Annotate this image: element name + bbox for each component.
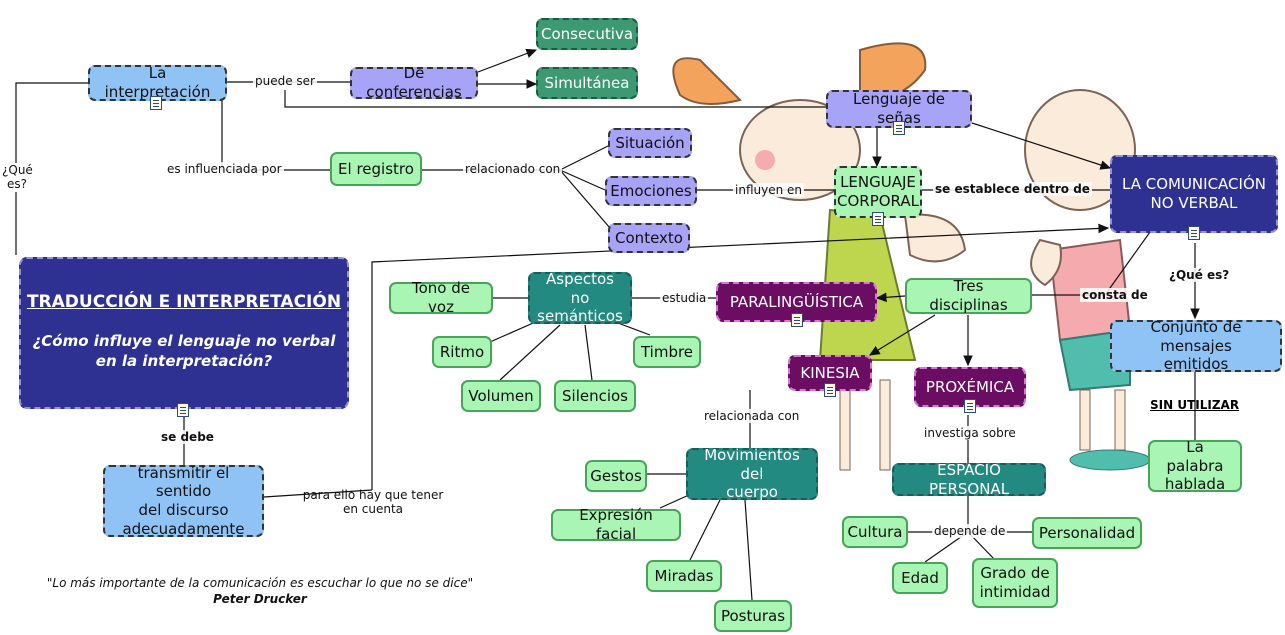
node-la-comunicacion-no-verbal[interactable]: LA COMUNICACIÓN NO VERBAL bbox=[1110, 155, 1278, 233]
node-expresion-facial[interactable]: Expresión facial bbox=[551, 506, 681, 543]
link-label-consta-de: consta de bbox=[1080, 288, 1150, 302]
link-label-relacionada-con: relacionada con bbox=[702, 409, 802, 423]
link-label-es-influenciada: es influenciada por bbox=[165, 162, 284, 176]
node-ritmo[interactable]: Ritmo bbox=[432, 336, 492, 368]
node-personalidad[interactable]: Personalidad bbox=[1032, 517, 1142, 549]
link-label-sin-utilizar: SIN UTILIZAR bbox=[1150, 398, 1240, 412]
node-miradas[interactable]: Miradas bbox=[646, 560, 722, 592]
node-espacio-personal[interactable]: ESPACIO PERSONAL bbox=[892, 461, 1046, 498]
node-volumen[interactable]: Volumen bbox=[461, 380, 541, 412]
node-emociones[interactable]: Emociones bbox=[605, 176, 697, 206]
node-el-registro[interactable]: El registro bbox=[330, 152, 422, 186]
main-topic-traduccion[interactable]: TRADUCCIÓN E INTERPRETACIÓN ¿Cómo influy… bbox=[19, 257, 349, 409]
note-icon[interactable] bbox=[791, 313, 803, 327]
link-label-que-es-right: ¿Qué es? bbox=[1167, 268, 1232, 282]
node-edad[interactable]: Edad bbox=[892, 562, 948, 594]
node-timbre[interactable]: Timbre bbox=[633, 336, 701, 368]
link-label-se-establece: se establece dentro de bbox=[933, 182, 1092, 196]
node-posturas[interactable]: Posturas bbox=[714, 600, 792, 632]
link-label-estudia: estudia bbox=[660, 291, 709, 305]
node-aspectos-no-semanticos[interactable]: Aspectos no semánticos bbox=[528, 270, 632, 325]
node-lenguaje-corporal[interactable]: LENGUAJE CORPORAL bbox=[834, 166, 922, 218]
node-proxemica[interactable]: PROXÉMICA bbox=[914, 367, 1026, 407]
node-la-palabra-hablada[interactable]: La palabra hablada bbox=[1148, 438, 1242, 493]
quote-author: Peter Drucker bbox=[213, 591, 307, 606]
main-topic-question: ¿Cómo influye el lenguaje no verbal en l… bbox=[32, 332, 336, 370]
note-icon[interactable] bbox=[177, 403, 189, 417]
quote-text: "Lo más importante de la comunicación es… bbox=[46, 576, 474, 590]
node-grado-de-intimidad[interactable]: Grado de intimidad bbox=[972, 558, 1058, 608]
note-icon[interactable] bbox=[150, 96, 162, 110]
link-label-que-es-left: ¿Qué es? bbox=[2, 163, 33, 192]
note-icon[interactable] bbox=[1188, 226, 1200, 240]
node-transmitir[interactable]: transmitir el sentido del discurso adecu… bbox=[103, 464, 264, 538]
quote-block: "Lo más importante de la comunicación es… bbox=[20, 576, 500, 607]
link-label-influyen-en: influyen en bbox=[733, 183, 804, 197]
link-label-depende-de: depende de bbox=[932, 524, 1008, 538]
node-situacion[interactable]: Situación bbox=[608, 128, 692, 158]
node-de-conferencias[interactable]: De conferencias bbox=[350, 64, 478, 101]
node-consecutiva[interactable]: Consecutiva bbox=[536, 18, 638, 50]
note-icon[interactable] bbox=[893, 121, 905, 135]
link-label-investiga-sobre: investiga sobre bbox=[922, 426, 1018, 440]
node-tono-de-voz[interactable]: Tono de voz bbox=[389, 279, 493, 316]
node-silencios[interactable]: Silencios bbox=[554, 380, 636, 412]
main-topic-title: TRADUCCIÓN E INTERPRETACIÓN bbox=[26, 292, 342, 312]
note-icon[interactable] bbox=[824, 383, 836, 397]
link-label-puede-ser: puede ser bbox=[253, 74, 317, 88]
node-movimientos-del-cuerpo[interactable]: Movimientos del cuerpo bbox=[686, 446, 818, 501]
node-cultura[interactable]: Cultura bbox=[842, 516, 908, 548]
node-tres-disciplinas[interactable]: Tres disciplinas bbox=[905, 277, 1032, 314]
note-icon[interactable] bbox=[872, 212, 884, 226]
link-label-relacionado-con: relacionado con bbox=[463, 162, 563, 176]
link-label-para-ello: para ello hay que tener en cuenta bbox=[302, 488, 444, 517]
node-conjunto-de-mensajes[interactable]: Conjunto de mensajes emitidos bbox=[1110, 318, 1282, 373]
node-gestos[interactable]: Gestos bbox=[585, 460, 647, 492]
note-icon[interactable] bbox=[964, 399, 976, 413]
node-contexto[interactable]: Contexto bbox=[608, 223, 690, 253]
node-simultanea[interactable]: Simultánea bbox=[536, 67, 638, 99]
link-label-se-debe: se debe bbox=[159, 430, 216, 444]
